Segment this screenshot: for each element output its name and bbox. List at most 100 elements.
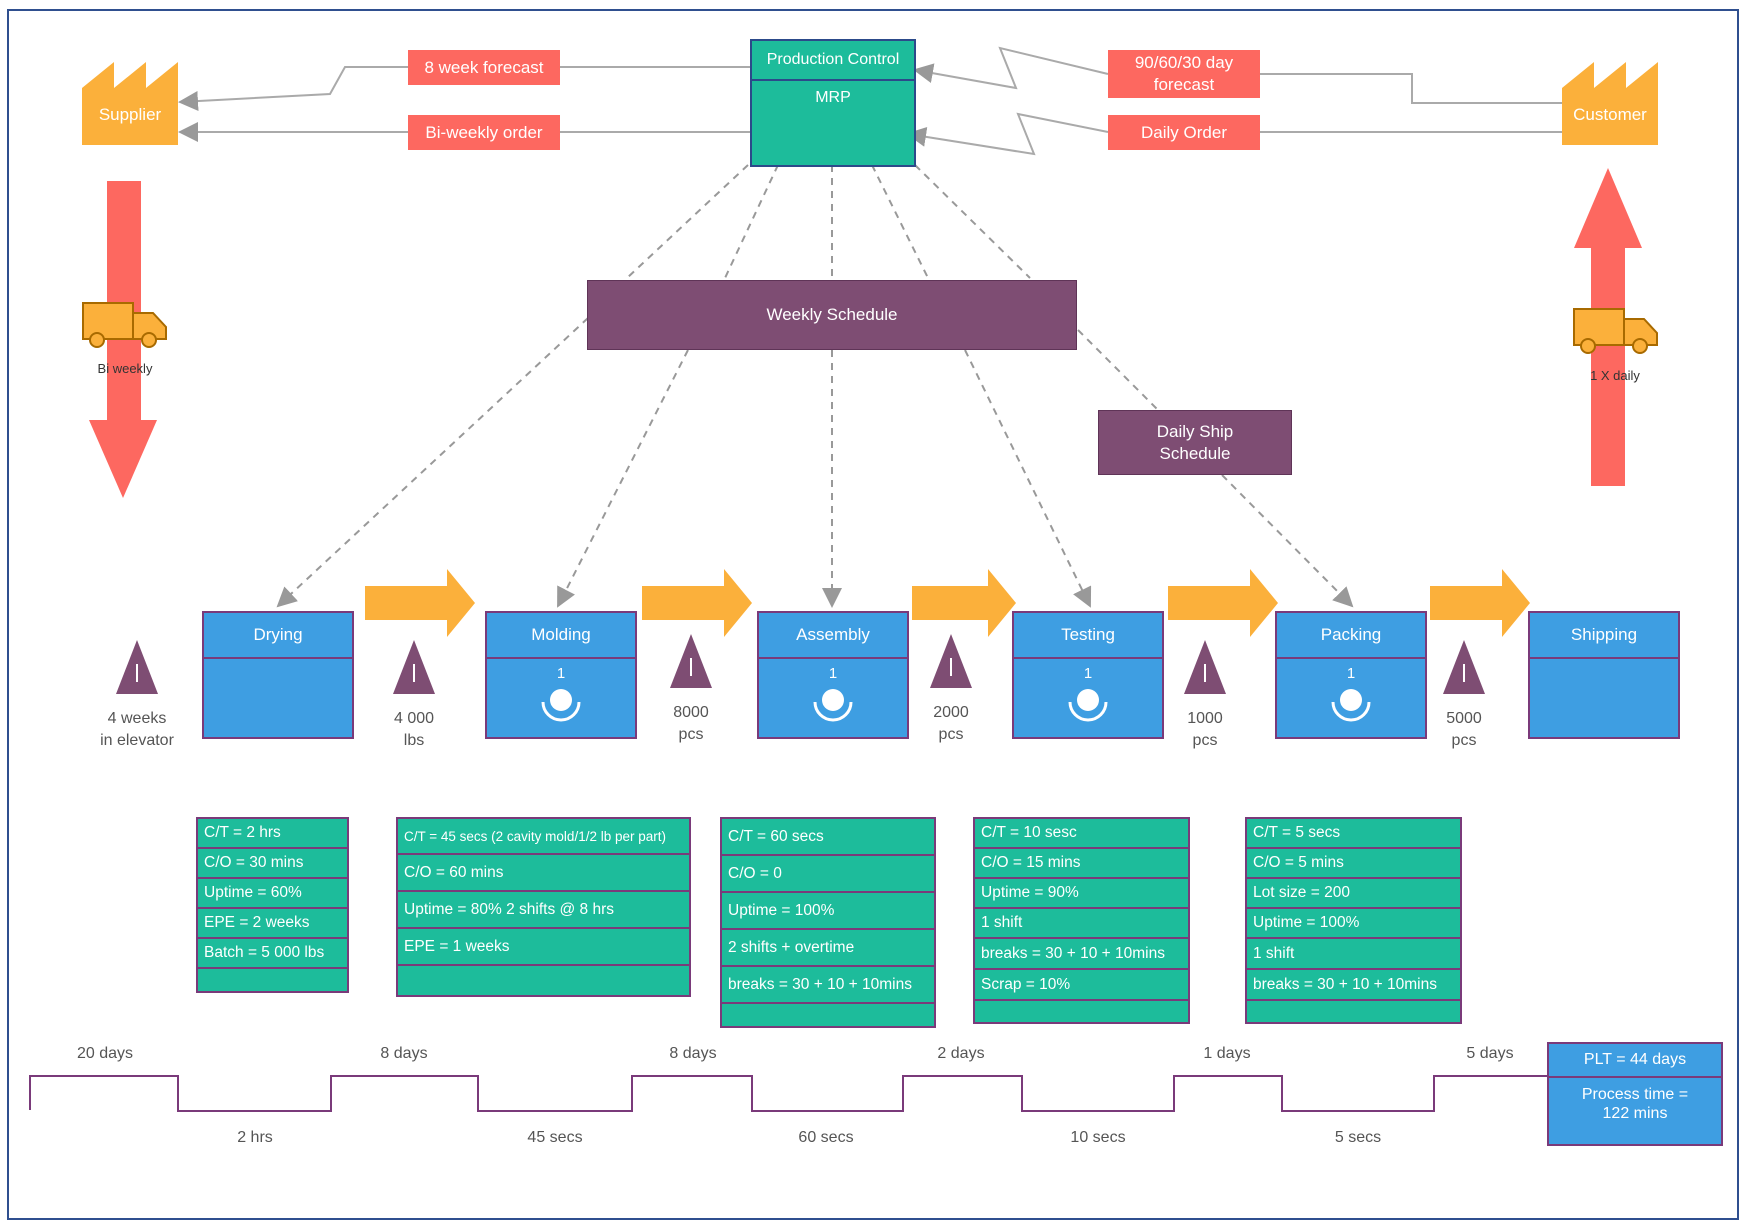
data-row: [1247, 1001, 1460, 1022]
supplier-label: Supplier: [98, 105, 162, 124]
inbound-arrow-head: [89, 420, 157, 498]
daily-ship-schedule-box: Daily Ship Schedule: [1098, 410, 1292, 475]
info-box-8-week-forecast: 8 week forecast: [408, 50, 560, 85]
data-box-testing: C/T = 10 sesc C/O = 15 mins Uptime = 90%…: [973, 817, 1190, 1024]
data-row: C/O = 5 mins: [1247, 849, 1460, 879]
truck-icon: [1573, 308, 1658, 354]
dash-control-schedule-5: [914, 164, 1031, 279]
data-row: 1 shift: [975, 909, 1188, 939]
process-name: Drying: [204, 613, 352, 659]
process-box-drying: Drying: [202, 611, 354, 739]
production-control-subtitle: MRP: [815, 89, 851, 106]
data-row: Uptime = 90%: [975, 879, 1188, 909]
weekly-schedule-box: Weekly Schedule: [587, 280, 1077, 350]
data-row: C/T = 5 secs: [1247, 819, 1460, 849]
wait-time-label: 2 days: [937, 1045, 985, 1062]
operator-icon: [813, 689, 853, 722]
data-row: C/T = 60 secs: [722, 819, 934, 856]
operator-icon: [1331, 689, 1371, 722]
inventory-label: 4 000 lbs: [393, 710, 435, 749]
process-name: Testing: [1014, 613, 1162, 659]
operator-count: 1: [1083, 665, 1093, 682]
operator-icon: [541, 689, 581, 722]
dash-control-schedule-2: [724, 164, 779, 279]
process-box-packing: Packing 1: [1275, 611, 1427, 739]
production-control-box: Production Control MRP: [750, 39, 916, 167]
data-box-packing: C/T = 5 secs C/O = 5 mins Lot size = 200…: [1245, 817, 1462, 1024]
data-row: breaks = 30 + 10 + 10mins: [1247, 970, 1460, 1001]
timeline-ladder: [29, 1075, 1547, 1112]
customer-factory-icon: [1562, 62, 1658, 145]
inventory-label: 4 weeks in elevator: [100, 710, 174, 749]
process-time-label: 5 secs: [1334, 1129, 1382, 1146]
lead-time-summary: PLT = 44 days Process time = 122 mins: [1547, 1042, 1723, 1146]
data-box-drying: C/T = 2 hrs C/O = 30 mins Uptime = 60% E…: [196, 817, 349, 993]
line-customer-forecast: [1260, 73, 1562, 104]
data-row: Scrap = 10%: [975, 970, 1188, 1001]
data-row: Uptime = 60%: [198, 879, 347, 909]
data-row: breaks = 30 + 10 + 10mins: [722, 967, 934, 1004]
operator-icon: [1068, 689, 1108, 722]
process-box-testing: Testing 1: [1012, 611, 1164, 739]
data-row: Lot size = 200: [1247, 879, 1460, 909]
data-row: Uptime = 100%: [1247, 909, 1460, 939]
process-time-label: 2 hrs: [237, 1129, 273, 1146]
operator-count: 1: [828, 665, 838, 682]
data-row: Uptime = 80% 2 shifts @ 8 hrs: [398, 892, 689, 929]
data-row: [722, 1004, 934, 1026]
electronic-arrow-forecast-to-supplier: [178, 66, 408, 112]
data-row: [398, 966, 689, 995]
dash-control-schedule-1: [626, 164, 749, 279]
outbound-shipment-label: 1 X daily: [1590, 368, 1640, 383]
dash-schedule-dailyship: [1077, 329, 1159, 411]
inventory-label: 1000 pcs: [1187, 710, 1223, 749]
supplier-factory-icon: [82, 62, 178, 145]
process-box-molding: Molding 1: [485, 611, 637, 739]
production-control-title: Production Control: [752, 41, 914, 81]
data-box-assembly: C/T = 60 secs C/O = 0 Uptime = 100% 2 sh…: [720, 817, 936, 1028]
operator-count: 1: [556, 665, 566, 682]
data-row: C/O = 0: [722, 856, 934, 893]
push-arrow-5: [1430, 569, 1530, 637]
info-box-daily-order: Daily Order: [1108, 115, 1260, 150]
outbound-shipment-arrow: [1591, 246, 1625, 486]
customer-label: Customer: [1573, 105, 1647, 124]
process-name: Molding: [487, 613, 635, 659]
wait-time-label: 1 days: [1203, 1045, 1251, 1062]
wait-time-label: 5 days: [1466, 1045, 1514, 1062]
inbound-shipment-arrow: [107, 181, 141, 421]
process-name: Assembly: [759, 613, 907, 659]
outbound-arrow-head: [1574, 168, 1642, 248]
data-row: 2 shifts + overtime: [722, 930, 934, 967]
data-row: EPE = 2 weeks: [198, 909, 347, 939]
process-box-shipping: Shipping: [1528, 611, 1680, 739]
wait-time-label: 20 days: [76, 1045, 134, 1062]
data-row: [198, 969, 347, 991]
inbound-shipment-label: Bi weekly: [97, 361, 153, 376]
data-row: Uptime = 100%: [722, 893, 934, 930]
diagram-frame: [7, 9, 1739, 1220]
inventory-label: 8000 pcs: [673, 704, 709, 743]
process-name: Packing: [1277, 613, 1425, 659]
data-row: C/T = 45 secs (2 cavity mold/1/2 lb per …: [398, 819, 689, 855]
data-row: Batch = 5 000 lbs: [198, 939, 347, 969]
wait-time-label: 8 days: [380, 1045, 428, 1062]
process-box-assembly: Assembly 1: [757, 611, 909, 739]
dash-schedule-testing: [964, 349, 1092, 608]
push-arrow-3: [912, 569, 1016, 637]
electronic-arrow-forecast-to-control: [913, 46, 1109, 90]
data-row: C/O = 30 mins: [198, 849, 347, 879]
process-time-value: Process time = 122 mins: [1581, 1086, 1689, 1122]
data-row: 1 shift: [1247, 939, 1460, 970]
data-box-molding: C/T = 45 secs (2 cavity mold/1/2 lb per …: [396, 817, 691, 997]
inventory-label: 5000 pcs: [1446, 710, 1482, 749]
data-row: C/O = 60 mins: [398, 855, 689, 892]
inventory-label: 2000 pcs: [933, 704, 969, 743]
dash-dailyship-packing: [1221, 474, 1354, 608]
process-name: Shipping: [1530, 613, 1678, 659]
dash-schedule-drying: [276, 317, 589, 608]
info-box-biweekly-order: Bi-weekly order: [408, 115, 560, 150]
dash-schedule-molding: [557, 349, 689, 608]
process-time-label: 45 secs: [527, 1129, 583, 1146]
